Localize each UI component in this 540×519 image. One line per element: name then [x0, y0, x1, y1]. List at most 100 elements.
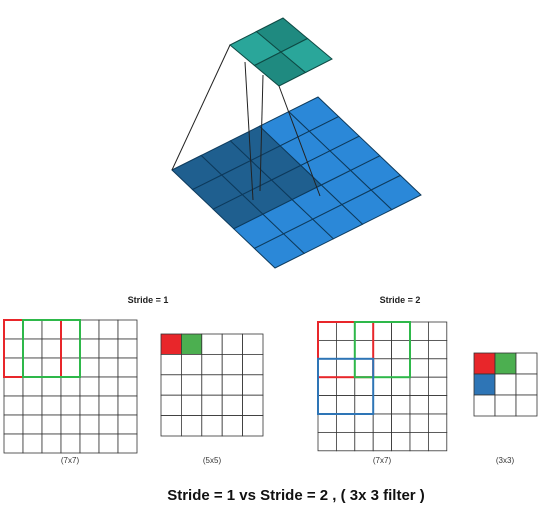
stride1-label: Stride = 1 — [128, 295, 169, 305]
grid-cell — [335, 321, 356, 341]
grid-cell — [242, 353, 264, 376]
input-grid-7x7-stride1 — [3, 319, 138, 454]
grid-cell — [180, 353, 203, 376]
grid-cell — [98, 319, 119, 340]
grid-cell — [372, 358, 393, 378]
grid-label-5x5: (5x5) — [203, 456, 222, 465]
grid-cell — [317, 339, 337, 360]
grid-cell — [354, 413, 374, 433]
grid-cell — [60, 338, 81, 359]
grid-cell — [3, 376, 24, 397]
grid-cell — [98, 414, 119, 435]
grid-cell — [201, 394, 223, 417]
grid-cell — [242, 394, 264, 417]
grid-cell — [180, 415, 203, 437]
grid-cell — [79, 319, 100, 340]
grid-cell — [391, 321, 411, 341]
grid-cell — [242, 415, 264, 437]
grid-cell — [41, 376, 62, 397]
grid-cell — [409, 321, 429, 341]
grid-cell — [3, 319, 24, 340]
grid-cell — [354, 321, 374, 341]
input-cell — [370, 174, 422, 211]
filter-window-red — [317, 321, 375, 379]
grid-cell — [60, 433, 81, 454]
grid-cell — [409, 431, 429, 452]
grid-cell — [117, 357, 138, 378]
grid-cell — [3, 357, 24, 378]
grid-cell — [180, 333, 203, 355]
grid-label-7x7-b: (7x7) — [373, 456, 392, 465]
grid-cell — [221, 394, 243, 417]
grid-cell — [79, 433, 100, 454]
grid-cell — [427, 358, 448, 378]
grid-cell — [117, 376, 138, 397]
grid-cell — [3, 414, 24, 435]
grid-cell — [180, 394, 203, 417]
grid-cell — [41, 414, 62, 435]
grid-cell — [117, 319, 138, 340]
grid-cell — [494, 352, 517, 375]
grid-cell — [335, 395, 356, 415]
grid-cell — [41, 338, 62, 359]
grid-cell — [515, 394, 538, 417]
output-cell — [280, 37, 333, 74]
grid-cell — [98, 395, 119, 416]
grid-cell — [160, 415, 182, 437]
grid-cell — [372, 339, 393, 360]
grid-cell — [79, 357, 100, 378]
grid-cell — [22, 433, 43, 454]
grid-cell — [160, 394, 182, 417]
input-feature-map — [171, 96, 422, 269]
grid-cell — [494, 373, 517, 396]
grid-cell — [473, 373, 496, 396]
grid-cell — [372, 431, 393, 452]
grid-cell — [41, 319, 62, 340]
grid-cell — [317, 413, 337, 433]
grid-cell — [391, 413, 411, 433]
grid-cell — [201, 353, 223, 376]
grid-cell — [3, 338, 24, 359]
grid-cell — [98, 338, 119, 359]
grid-cell — [317, 395, 337, 415]
grid-cell — [180, 374, 203, 396]
grid-cell — [427, 376, 448, 397]
output-feature-map — [229, 17, 333, 87]
grid-cell — [221, 333, 243, 355]
grid-cell — [409, 413, 429, 433]
grid-cell — [60, 376, 81, 397]
grid-cell — [201, 415, 223, 437]
grid-cell — [427, 339, 448, 360]
grid-cell — [117, 414, 138, 435]
grid-cell — [473, 352, 496, 375]
grid-cell — [22, 319, 43, 340]
grid-cell — [427, 413, 448, 433]
grid-cell — [427, 431, 448, 452]
input-grid-7x7-stride2 — [317, 321, 448, 452]
grid-cell — [3, 395, 24, 416]
grid-label-3x3: (3x3) — [496, 456, 515, 465]
grid-cell — [354, 339, 374, 360]
grid-cell — [22, 357, 43, 378]
stride2-label: Stride = 2 — [380, 295, 421, 305]
grid-cell — [427, 321, 448, 341]
grid-cell — [98, 433, 119, 454]
grid-cell — [3, 433, 24, 454]
grid-cell — [391, 358, 411, 378]
caption: Stride = 1 vs Stride = 2 , ( 3x 3 filter… — [167, 487, 425, 504]
grid-cell — [354, 358, 374, 378]
filter-window-green — [353, 321, 411, 379]
grid-cell — [473, 394, 496, 417]
grid-cell — [391, 395, 411, 415]
grid-cell — [317, 358, 337, 378]
grid-cell — [79, 395, 100, 416]
grid-label-7x7-a: (7x7) — [61, 456, 80, 465]
grid-cell — [335, 339, 356, 360]
grid-cell — [160, 353, 182, 376]
grid-cell — [354, 395, 374, 415]
grid-cell — [79, 414, 100, 435]
grid-cell — [60, 395, 81, 416]
grid-cell — [160, 374, 182, 396]
grid-cell — [22, 338, 43, 359]
